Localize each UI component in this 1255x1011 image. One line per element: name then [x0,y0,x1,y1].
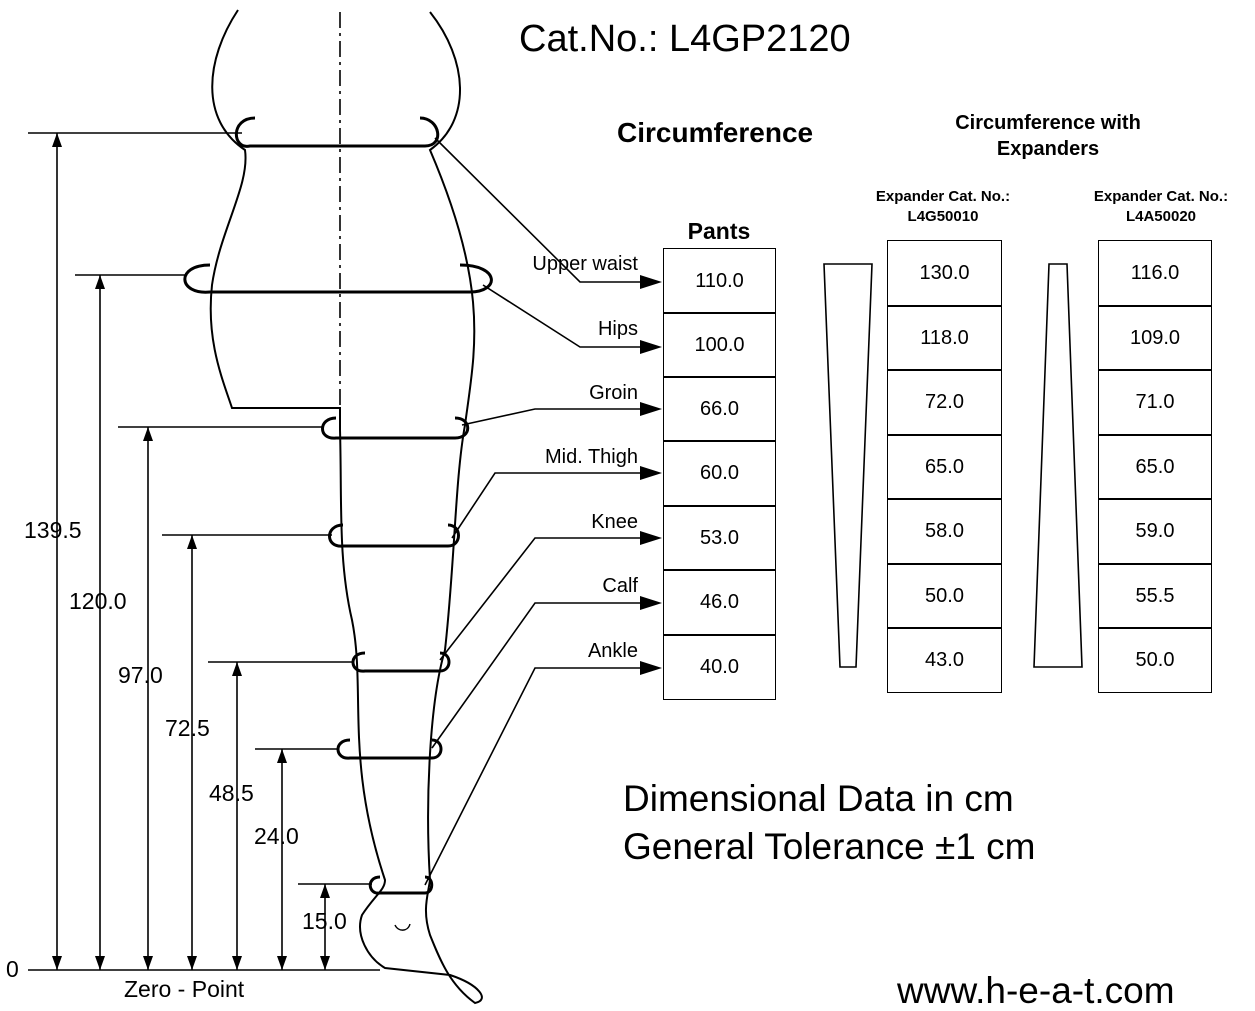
row-label-groin: Groin [589,382,638,404]
exp1-cell-hips: 118.0 [887,305,1002,371]
exp1-cell-upper-waist: 130.0 [887,240,1002,307]
height-groin: 97.0 [118,662,163,688]
exp2-cell-mid-thigh: 65.0 [1098,434,1212,500]
height-upper-waist: 139.5 [24,517,82,543]
pants-cell-hips: 100.0 [663,312,776,378]
height-mid-thigh: 72.5 [165,715,210,741]
row-label-calf: Calf [602,575,638,597]
pants-cell-mid-thigh: 60.0 [663,440,776,507]
row-label-ankle: Ankle [587,640,638,662]
row-label-knee: Knee [591,511,638,533]
zero-value: 0 [6,956,19,982]
pants-header: Pants [687,218,751,244]
measurement-rings [183,116,493,895]
expander2-header: Expander Cat. No.: L4A50020 [1093,188,1229,225]
pants-cell-groin: 66.0 [663,376,776,442]
exp2-cell-knee: 59.0 [1098,498,1212,565]
exp1-cell-groin: 72.0 [887,369,1002,436]
height-knee: 48.5 [209,780,254,806]
note-dimensional-data: Dimensional Data in cm [623,778,1014,819]
exp2-cell-calf: 55.5 [1098,563,1212,629]
exp1-cell-calf: 50.0 [887,563,1002,629]
circumference-expanders-title: Circumference with Expanders [955,112,1141,160]
exp2-cell-upper-waist: 116.0 [1098,240,1212,307]
exp2-cell-groin: 71.0 [1098,369,1212,436]
row-label-mid-thigh: Mid. Thigh [544,446,638,468]
row-label-upper-waist: Upper waist [532,253,638,275]
expander-wedge-2 [1033,263,1083,668]
exp2-cell-hips: 109.0 [1098,305,1212,371]
pants-cell-knee: 53.0 [663,505,776,571]
exp1-cell-knee: 58.0 [887,498,1002,565]
zero-point-label: Zero - Point [124,976,245,1002]
row-label-hips: Hips [597,318,638,340]
exp1-cell-ankle: 43.0 [887,627,1002,693]
pants-cell-ankle: 40.0 [663,634,776,700]
circumference-title: Circumference [617,117,814,148]
expander1-header: Expander Cat. No.: L4G50010 [875,188,1011,225]
pants-cell-upper-waist: 110.0 [663,248,776,314]
website-url: www.h-e-a-t.com [897,970,1175,1011]
height-ankle: 15.0 [302,908,347,934]
exp1-cell-mid-thigh: 65.0 [887,434,1002,500]
note-general-tolerance: General Tolerance ±1 cm [623,826,1036,867]
height-hips: 120.0 [69,588,127,614]
catalog-number: Cat.No.: L4GP2120 [519,18,851,60]
exp2-cell-ankle: 50.0 [1098,627,1212,693]
height-calf: 24.0 [254,823,299,849]
pants-cell-calf: 46.0 [663,569,776,636]
expander-wedge-1 [823,263,873,668]
